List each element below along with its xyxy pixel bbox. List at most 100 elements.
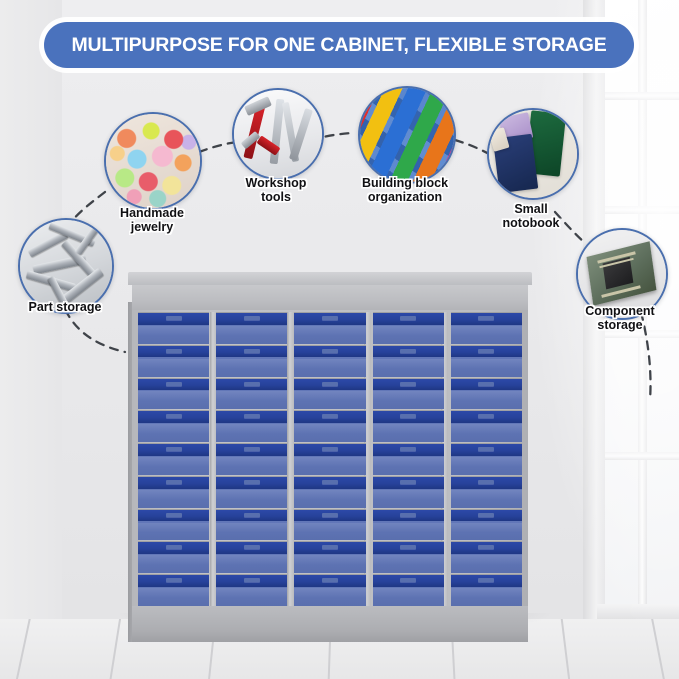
drawer-handle[interactable] (478, 479, 495, 484)
drawer[interactable] (216, 508, 288, 541)
drawer-handle[interactable] (478, 381, 495, 386)
drawer[interactable] (450, 574, 522, 606)
drawer[interactable] (216, 574, 288, 606)
drawer-highlight (216, 522, 288, 541)
drawer-handle[interactable] (478, 414, 495, 419)
drawer-handle[interactable] (165, 578, 182, 583)
callout-circle-building-block (358, 86, 456, 184)
drawer-handle[interactable] (165, 545, 182, 550)
drawer[interactable] (450, 377, 522, 410)
drawer[interactable] (138, 377, 210, 410)
drawer-handle[interactable] (321, 316, 338, 321)
drawer[interactable] (294, 312, 366, 344)
drawer[interactable] (294, 377, 366, 410)
drawer-handle[interactable] (165, 381, 182, 386)
drawer-handle[interactable] (478, 316, 495, 321)
drawer-handle[interactable] (243, 578, 260, 583)
drawer[interactable] (372, 574, 444, 606)
drawer-handle[interactable] (400, 512, 417, 517)
drawer-handle[interactable] (321, 578, 338, 583)
drawer-handle[interactable] (478, 512, 495, 517)
drawer-handle[interactable] (243, 545, 260, 550)
drawer-handle[interactable] (321, 414, 338, 419)
drawer[interactable] (138, 410, 210, 443)
drawer[interactable] (138, 443, 210, 475)
drawer[interactable] (216, 475, 288, 508)
drawer[interactable] (294, 508, 366, 541)
drawer-highlight (216, 391, 288, 410)
drawer-handle[interactable] (165, 479, 182, 484)
drawer[interactable] (372, 475, 444, 508)
drawer-handle[interactable] (165, 316, 182, 321)
drawer[interactable] (372, 443, 444, 475)
drawer-highlight (216, 424, 288, 443)
drawer[interactable] (216, 541, 288, 574)
drawer[interactable] (294, 344, 366, 377)
drawer-handle[interactable] (478, 348, 495, 353)
drawer[interactable] (372, 410, 444, 443)
drawer[interactable] (138, 574, 210, 606)
drawer[interactable] (372, 312, 444, 344)
drawer[interactable] (138, 344, 210, 377)
drawer[interactable] (216, 377, 288, 410)
drawer[interactable] (450, 443, 522, 475)
drawer-handle[interactable] (478, 578, 495, 583)
drawer-handle[interactable] (400, 578, 417, 583)
drawer-handle[interactable] (243, 414, 260, 419)
drawer[interactable] (450, 410, 522, 443)
drawer[interactable] (450, 475, 522, 508)
drawer[interactable] (216, 312, 288, 344)
drawer-handle[interactable] (400, 479, 417, 484)
drawer-handle[interactable] (243, 316, 260, 321)
drawer[interactable] (216, 344, 288, 377)
drawer-handle[interactable] (165, 447, 182, 452)
drawer-handle[interactable] (400, 447, 417, 452)
drawer-handle[interactable] (400, 348, 417, 353)
drawer[interactable] (372, 541, 444, 574)
drawer-handle[interactable] (165, 512, 182, 517)
drawer-handle[interactable] (243, 479, 260, 484)
drawer-handle[interactable] (400, 381, 417, 386)
drawer[interactable] (138, 475, 210, 508)
drawer-handle[interactable] (243, 512, 260, 517)
drawer[interactable] (450, 312, 522, 344)
drawer[interactable] (216, 410, 288, 443)
drawer-highlight (294, 424, 366, 443)
drawer-handle[interactable] (321, 545, 338, 550)
drawer[interactable] (138, 508, 210, 541)
drawer-handle[interactable] (165, 348, 182, 353)
drawer[interactable] (450, 344, 522, 377)
drawer-handle[interactable] (165, 414, 182, 419)
drawer-handle[interactable] (478, 447, 495, 452)
drawer-handle[interactable] (243, 381, 260, 386)
drawer-handle[interactable] (321, 479, 338, 484)
drawer[interactable] (294, 541, 366, 574)
drawer-handle[interactable] (321, 348, 338, 353)
drawer[interactable] (372, 508, 444, 541)
drawer-handle[interactable] (478, 545, 495, 550)
drawer-handle[interactable] (400, 545, 417, 550)
drawer[interactable] (138, 541, 210, 574)
drawer-highlight (138, 489, 210, 508)
drawer-front-lip (138, 509, 210, 522)
drawer[interactable] (294, 475, 366, 508)
drawer[interactable] (450, 541, 522, 574)
drawer[interactable] (216, 443, 288, 475)
drawer-handle[interactable] (243, 348, 260, 353)
drawer-handle[interactable] (321, 381, 338, 386)
drawer-handle[interactable] (321, 512, 338, 517)
drawer[interactable] (294, 410, 366, 443)
drawer[interactable] (138, 312, 210, 344)
drawer[interactable] (450, 508, 522, 541)
drawer[interactable] (372, 344, 444, 377)
drawer[interactable] (294, 443, 366, 475)
drawer-handle[interactable] (243, 447, 260, 452)
drawer[interactable] (294, 574, 366, 606)
drawer-handle[interactable] (400, 316, 417, 321)
drawer[interactable] (372, 377, 444, 410)
drawer-front-lip (216, 313, 288, 325)
drawer-front-lip (138, 378, 210, 391)
drawer-handle[interactable] (400, 414, 417, 419)
drawer-handle[interactable] (321, 447, 338, 452)
drawer-highlight (372, 555, 444, 574)
